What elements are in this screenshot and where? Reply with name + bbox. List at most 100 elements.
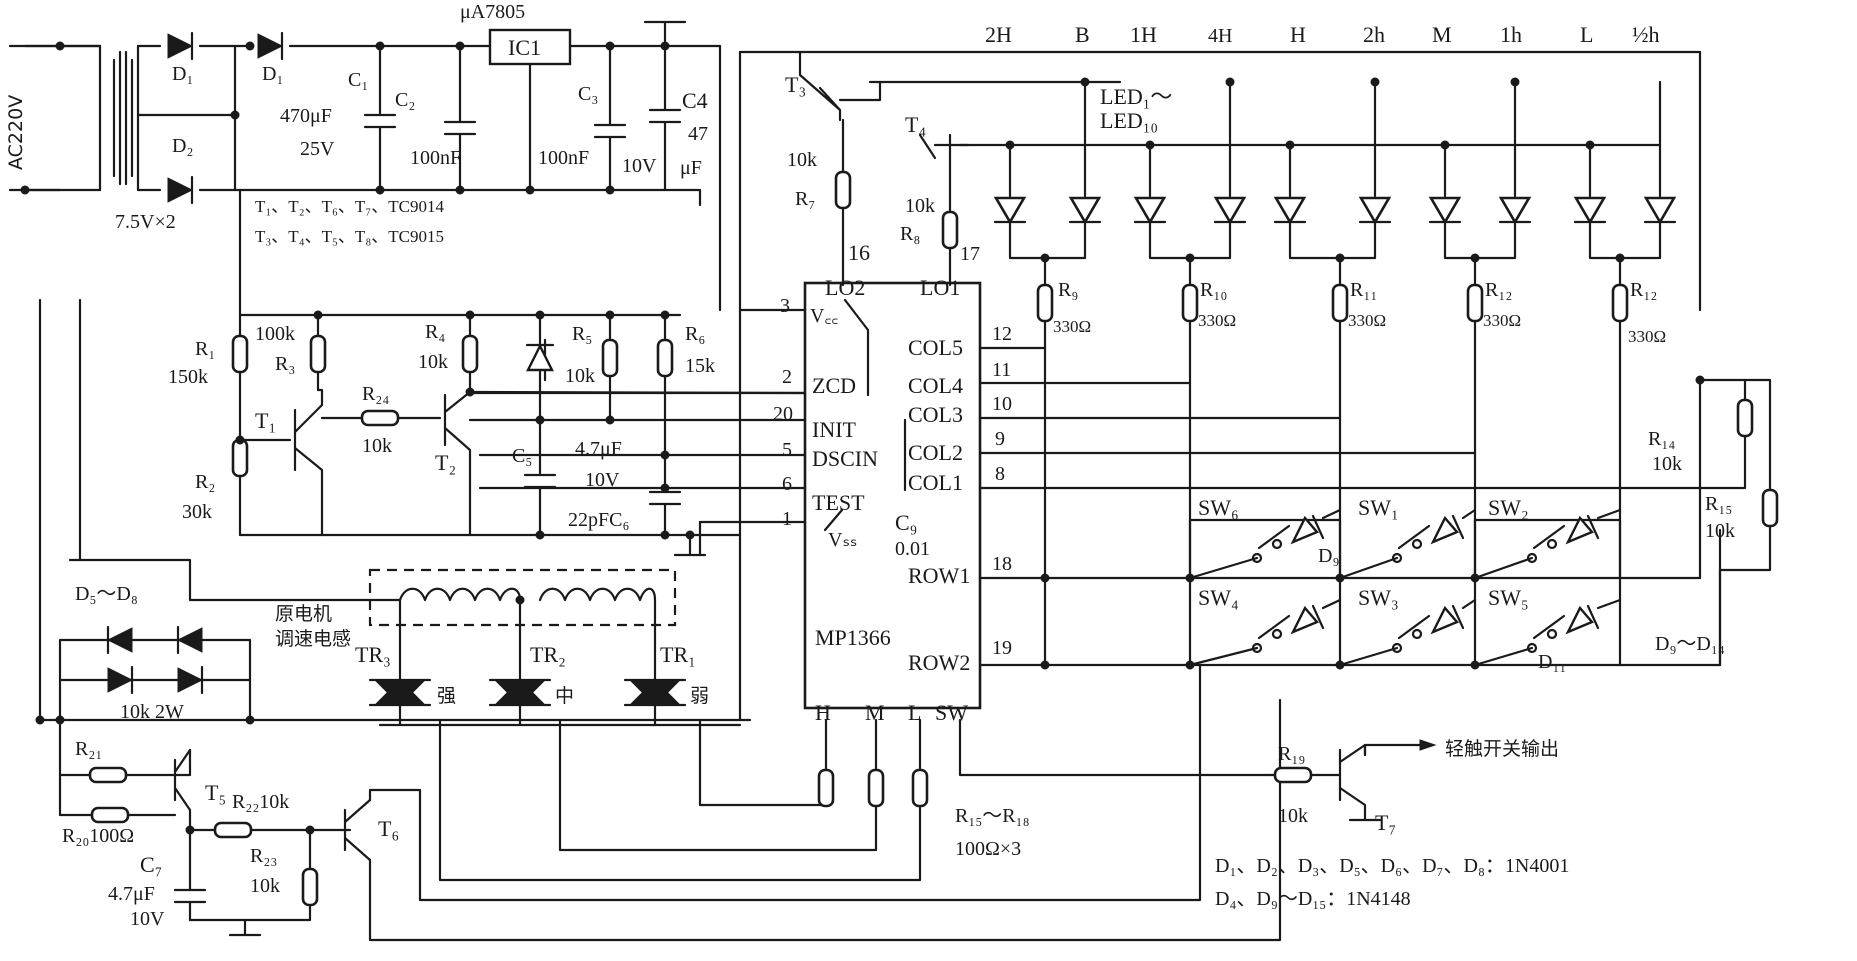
c7-value2: 10V [130, 908, 165, 930]
r11-label: R₁₁ [1350, 279, 1377, 301]
pin-num-9: 9 [995, 428, 1005, 450]
pin-col1: COL1 [908, 470, 963, 495]
pin-col2: COL2 [908, 440, 963, 465]
r14-label: R₁₄ [1648, 428, 1675, 450]
c9-label: C₉ [895, 510, 917, 535]
pin-test: TEST [812, 490, 865, 515]
mid-label: 中 [555, 685, 574, 707]
pin-lo2: LO2 [825, 275, 865, 300]
r15-r18-value: 100Ω×3 [955, 838, 1021, 860]
output-section: R₁₉ 10k T₇ 轻触开关输出 D₁、D₂、D₃、D₅、D₆、D₇、D₈：1… [1215, 738, 1569, 910]
r1-label: R₁ [195, 338, 215, 360]
reset-section: D₅～D₈ 10k 2W R₂₁ R₂₀100Ω T₅ T₆ R₂₂10k R₂… [35, 298, 1282, 942]
r2-label: R₂ [195, 471, 215, 493]
r7-label: R₇ [795, 188, 815, 210]
r15-label: R₁₅ [1705, 493, 1732, 515]
r3-label: R₃ [275, 353, 295, 375]
pin-sw: SW [935, 700, 968, 725]
r4-label: R₄ [425, 321, 445, 343]
r19-value: 10k [1278, 805, 1308, 827]
r3-value: 100k [255, 323, 295, 345]
c3-label: C₃ [578, 83, 598, 105]
r9-label: R₉ [1058, 279, 1078, 301]
r12-value: 330Ω [1483, 311, 1521, 330]
r13-value: 330Ω [1628, 327, 1666, 346]
c5-value2: 10V [585, 469, 620, 491]
power-supply: AC220V 7.5V×2 D₁ D₁ D₂ C₁ 470μF 25V C₂ 1… [5, 1, 742, 722]
pin-num-3: 3 [780, 295, 790, 317]
transformer-label: 7.5V×2 [115, 211, 176, 233]
d1b-label: D₁ [262, 63, 283, 85]
c3-value: 100nF [538, 147, 589, 169]
tr3-label: TR₃ [355, 642, 391, 667]
r10-value: 330Ω [1198, 311, 1236, 330]
led-label-l: L [1580, 22, 1593, 47]
led-label-4h: 4H [1208, 25, 1232, 47]
pin-dscin: DSCIN [812, 446, 878, 471]
r7-value: 10k [787, 149, 817, 171]
c5-value1: 4.7μF [575, 438, 622, 460]
r24-value: 10k [362, 435, 392, 457]
pin-num-5: 5 [782, 439, 792, 461]
led-label-b: B [1075, 22, 1090, 47]
pin-num-1: 1 [782, 508, 792, 530]
pin-row2: ROW2 [908, 650, 970, 675]
r11-value: 330Ω [1348, 311, 1386, 330]
led-label-m: M [1432, 22, 1452, 47]
resistor-10k-2w: 10k 2W [120, 701, 184, 723]
sw6-label: SW₆ [1198, 495, 1239, 520]
pin-col3: COL3 [908, 402, 963, 427]
led-label-2h: 2H [985, 22, 1012, 47]
c7-value1: 4.7μF [108, 883, 155, 905]
c5-label: C₅ [512, 445, 532, 467]
c4-label: C4 [682, 88, 708, 113]
c9-value: 0.01 [895, 538, 930, 560]
t7-label: T₇ [1375, 810, 1396, 835]
diode-note-2: D₄、D₉～D₁₅：1N4148 [1215, 888, 1411, 910]
t3-label: T₃ [785, 72, 806, 97]
d9-label: D₉ [1318, 545, 1339, 567]
c1-label: C₁ [348, 69, 368, 91]
d1-label: D₁ [172, 63, 193, 85]
inductor-label2: 调速电感 [275, 628, 351, 650]
mp1366-ic: MP1366 LO2 LO1 V꜀꜀ ZCD INIT DSCIN TEST V… [468, 240, 1722, 777]
led-label-h: H [1290, 22, 1306, 47]
pin-col5: COL5 [908, 335, 963, 360]
ic1-label: IC1 [508, 35, 541, 60]
regulator-label: μA7805 [460, 1, 525, 23]
r12-label: R₁₂ [1485, 279, 1512, 301]
r6-value: 15k [685, 355, 715, 377]
pin-vcc: V꜀꜀ [810, 305, 838, 327]
pin-zcd: ZCD [812, 373, 856, 398]
led-range-title2: LED₁₀ [1100, 108, 1158, 133]
r8-value: 10k [905, 195, 935, 217]
r23-value: 10k [250, 875, 280, 897]
r13-label: R₁₂ [1630, 279, 1657, 301]
t2-label: T₂ [435, 450, 456, 475]
pin-num-20: 20 [773, 403, 793, 425]
pin-num-19: 19 [992, 637, 1012, 659]
sw3-label: SW₃ [1358, 585, 1399, 610]
pin-lo1: LO1 [920, 275, 960, 300]
c4-value2: 47 [688, 123, 708, 145]
d2-label: D₂ [172, 135, 193, 157]
pin-row1: ROW1 [908, 563, 970, 588]
r1-value: 150k [168, 366, 208, 388]
t4-label: T₄ [905, 112, 926, 137]
c2-label: C₂ [395, 89, 415, 111]
led-label-1h: 1H [1130, 22, 1157, 47]
c4-value3: μF [680, 157, 702, 179]
led-label-half-h: ½h [1632, 22, 1660, 47]
c2-value: 100nF [410, 147, 461, 169]
key-matrix: SW₆ SW₁ SW₂ SW₄ SW₃ SW₅ D₉ D₁₁ D₉～D₁₄ R₁… [1040, 346, 1779, 673]
t6-label: T₆ [378, 816, 399, 841]
pin-col4: COL4 [908, 373, 963, 398]
r9-value: 330Ω [1053, 317, 1091, 336]
led-label-2h-lower: 2h [1363, 22, 1385, 47]
r15-value: 10k [1705, 520, 1735, 542]
transistor-list-1: T₁、T₂、T₆、T₇、TC9014 [255, 197, 444, 216]
motor-section: 原电机 调速电感 TR₃ TR₂ TR₁ 强 中 弱 R₁₅～R₁₈ 100Ω×… [68, 558, 1030, 882]
sw1-label: SW₁ [1358, 495, 1399, 520]
r24-label: R₂₄ [362, 383, 389, 405]
